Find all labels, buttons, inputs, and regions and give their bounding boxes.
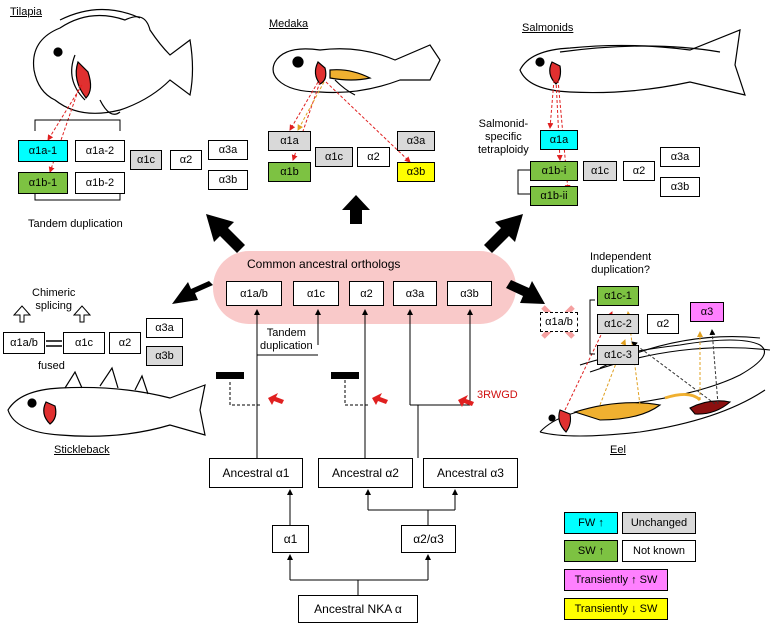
gene-medaka-a3a: α3a [397, 131, 435, 151]
chimeric-line2: splicing [35, 300, 73, 312]
gene-loss-markers [216, 372, 368, 406]
gene-eel-a1c-1: α1c-1 [597, 286, 639, 306]
gene-salmonid-a3a: α3a [660, 147, 700, 167]
salmonid-note-line1: Salmonid- [478, 118, 529, 130]
gene-eel-a1c-2: α1c-2 [597, 314, 639, 334]
gene-common-a2: α2 [349, 281, 384, 306]
gene-tilapia-a1c: α1c [130, 150, 162, 170]
gene-eel-a3: α3 [690, 302, 724, 322]
node-ancestral-nka-alpha: Ancestral NKA α [298, 595, 418, 623]
stickleback-arrows [12, 305, 92, 323]
gene-common-a1c: α1c [293, 281, 339, 306]
gene-tilapia-a1a-1: α1a-1 [18, 140, 68, 162]
node-a2-a3: α2/α3 [401, 525, 456, 553]
gene-stickleback-a3a: α3a [146, 318, 183, 338]
gene-eel-a1ab-lost: α1a/b [540, 312, 578, 332]
species-label-eel: Eel [610, 444, 626, 456]
node-a1: α1 [272, 525, 309, 553]
node-ancestral-a1: Ancestral α1 [209, 458, 303, 488]
tilapia-note: Tandem duplication [28, 218, 123, 230]
gene-eel-a1c-3: α1c-3 [597, 345, 639, 365]
gene-salmonid-a1b-i: α1b-i [530, 161, 578, 181]
gene-common-a3b: α3b [447, 281, 492, 306]
common-orthologs-title: Common ancestral orthologs [247, 257, 401, 271]
gene-stickleback-a1c: α1c [63, 332, 105, 354]
eel-bracket [589, 299, 595, 355]
node-ancestral-a3: Ancestral α3 [423, 458, 518, 488]
gene-medaka-a2: α2 [357, 147, 390, 167]
gene-common-a3a: α3a [393, 281, 437, 306]
legend-not-known: Not known [622, 540, 696, 562]
fused-label: fused [38, 360, 65, 372]
wgd-label: 3RWGD [477, 389, 518, 401]
legend-transiently-down: Transiently ↓ SW [564, 598, 668, 620]
salmonid-bracket [517, 169, 530, 195]
legend-unchanged: Unchanged [622, 512, 696, 534]
stickleback-fish-drawing [7, 366, 206, 437]
tandem-note-line1: Tandem [266, 327, 306, 339]
tandem-note-line2: duplication [260, 340, 313, 352]
tilapia-fish-drawing [32, 8, 194, 115]
gene-stickleback-a3b: α3b [146, 346, 183, 366]
tandem-duplication-note: Tandem duplication [260, 327, 313, 353]
salmonid-fish-drawing [519, 29, 746, 96]
fused-connector [46, 340, 62, 347]
black-arrows [172, 195, 545, 304]
gene-medaka-a3b: α3b [397, 162, 435, 182]
event-arrows [268, 393, 474, 407]
gene-medaka-a1a: α1a [268, 131, 311, 151]
gene-tilapia-a3a: α3a [208, 140, 248, 160]
gene-medaka-a1c: α1c [315, 147, 353, 167]
eel-question-line2: duplication? [591, 264, 650, 276]
independent-duplication-note: Independent duplication? [590, 251, 651, 277]
legend-fw: FW ↑ [564, 512, 618, 534]
legend-sw: SW ↑ [564, 540, 618, 562]
gene-stickleback-a1ab: α1a/b [3, 332, 45, 354]
gene-salmonid-a3b: α3b [660, 177, 700, 197]
gene-salmonid-a1b-ii: α1b-ii [530, 186, 578, 206]
legend-transiently-up: Transiently ↑ SW [564, 569, 668, 591]
chimeric-line1: Chimeric [32, 287, 76, 299]
gene-tilapia-a2: α2 [170, 150, 202, 170]
gene-salmonid-a2: α2 [623, 161, 655, 181]
eel-question-line1: Independent [590, 251, 652, 263]
gene-stickleback-a2: α2 [109, 332, 141, 354]
salmonid-note-line3: tetraploidy [478, 144, 529, 156]
gene-medaka-a1b: α1b [268, 162, 311, 182]
salmonid-note-line2: specific [485, 131, 522, 143]
tilapia-bracket [34, 119, 121, 201]
gene-salmonid-a1a: α1a [540, 130, 578, 150]
gene-tilapia-a1a-2: α1a-2 [75, 140, 125, 162]
gene-tilapia-a1b-1: α1b-1 [18, 172, 68, 194]
eel-drawing [539, 336, 771, 437]
gene-tilapia-a1b-2: α1b-2 [75, 172, 125, 194]
gene-eel-a2: α2 [647, 314, 679, 334]
gene-common-a1ab: α1a/b [226, 281, 282, 306]
node-ancestral-a2: Ancestral α2 [318, 458, 413, 488]
species-label-medaka: Medaka [269, 18, 309, 30]
gene-salmonid-a1c: α1c [583, 161, 617, 181]
salmonid-tetraploidy-note: Salmonid- specific tetraploidy [478, 118, 529, 157]
species-label-tilapia: Tilapia [10, 6, 42, 18]
gene-tilapia-a3b: α3b [208, 170, 248, 190]
medaka-arrows [289, 81, 411, 163]
species-label-salmonids: Salmonids [522, 22, 574, 34]
species-label-stickleback: Stickleback [54, 444, 110, 456]
phylogeny-lines [254, 309, 473, 595]
chimeric-splicing-note: Chimeric splicing [32, 287, 75, 313]
medaka-fish-drawing [272, 44, 441, 96]
